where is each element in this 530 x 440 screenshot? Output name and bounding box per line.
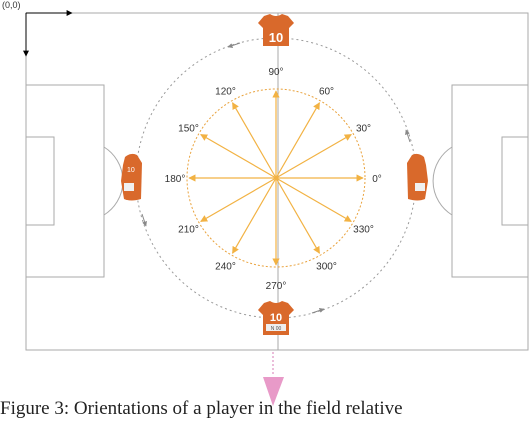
camera-triangle — [263, 377, 284, 406]
orientation-arrows — [188, 90, 364, 266]
angle-label-90: 90° — [268, 67, 283, 78]
jersey-number: 10 — [127, 167, 135, 174]
jersey-sleeve — [415, 183, 425, 191]
orientation-arrow-240 — [231, 177, 277, 254]
jersey-shape — [407, 153, 428, 201]
angle-label-60: 60° — [319, 87, 334, 98]
nameplate-text: N 00 — [271, 326, 282, 332]
figure-caption: Figure 3: Orientations of a player in th… — [0, 398, 403, 419]
angle-label-240: 240° — [215, 262, 236, 273]
left-goal-box — [25, 136, 55, 226]
field-boundary — [25, 12, 529, 351]
angle-label-300: 300° — [316, 262, 337, 273]
jersey-number: 10 — [269, 30, 283, 45]
right-penalty-arc — [432, 146, 453, 216]
soccer-field — [25, 12, 529, 351]
rotation-arrow-top — [227, 42, 241, 48]
jersey-shape — [258, 14, 294, 46]
angle-label-210: 210° — [178, 225, 199, 236]
origin-label: (0,0) — [2, 0, 21, 10]
jersey-sleeve — [124, 183, 134, 191]
angle-label-30: 30° — [356, 124, 371, 135]
rotation-arrow-left — [141, 213, 147, 227]
origin-axes: (0,0) — [2, 0, 73, 57]
right-penalty-box — [451, 84, 529, 278]
player-bottom: 10 N 00 — [258, 301, 294, 335]
camera-marker — [263, 352, 284, 406]
orientation-arrow-300 — [275, 177, 321, 254]
angle-labels: 0° 30° 60° 120° 150° 180° 210° 240° 300° 330° — [165, 87, 382, 273]
orientation-arrow-330 — [275, 177, 352, 223]
angle-label-180: 180° — [165, 174, 186, 185]
left-penalty-arc — [103, 146, 124, 216]
left-penalty-box — [25, 84, 105, 278]
angle-label-0: 0° — [372, 174, 382, 185]
angle-label-270: 270° — [266, 281, 287, 292]
jersey-shape — [121, 153, 142, 201]
angle-label-330: 330° — [353, 225, 374, 236]
orientation-arrow-210 — [200, 177, 277, 223]
rotation-arrow-bottom — [311, 308, 325, 314]
jersey-number: 10 — [270, 312, 282, 324]
player-right — [407, 153, 428, 201]
right-goal-box — [501, 136, 529, 226]
orientation-arrow-150 — [200, 133, 277, 179]
rotation-arrow-right — [405, 129, 411, 143]
orientation-circle — [186, 88, 366, 268]
player-top: 10 — [258, 14, 294, 46]
orientation-arrow-30 — [275, 133, 352, 179]
orientation-arrow-60 — [275, 102, 321, 179]
player-left: 10 — [121, 153, 142, 201]
orientation-arrow-120 — [231, 102, 277, 179]
angle-label-150: 150° — [178, 124, 199, 135]
nameplate — [266, 324, 286, 331]
angle-label-120: 120° — [215, 87, 236, 98]
